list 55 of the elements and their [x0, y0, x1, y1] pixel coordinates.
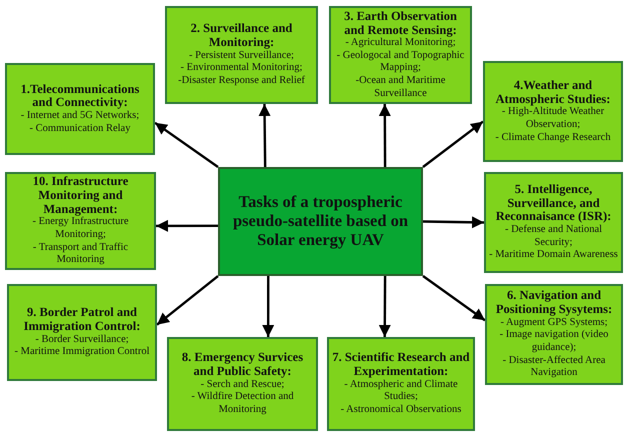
- task-item: - Transport and Traffic Monitoring: [32, 242, 130, 267]
- arrow: [378, 104, 391, 167]
- task-item: - Internet and 5G Networks;: [20, 110, 140, 123]
- task-item: - Astronomical Observations: [340, 404, 462, 417]
- task-box: [484, 172, 623, 273]
- arrow: [422, 120, 484, 168]
- task-item: - Agricultural Monitoring;: [345, 37, 456, 50]
- task-box: [327, 337, 475, 431]
- task-item: - Border Surveillance;: [35, 334, 129, 346]
- task-box: [329, 6, 472, 104]
- task-item: - Image navigation (video guidance);: [498, 329, 610, 355]
- box-heading: 10. Infrastructure Monitoring and Management:: [32, 175, 130, 216]
- task-item: - Atmospheric and Climate Studies;: [343, 378, 459, 404]
- box-heading: 8. Emergency Survices and Public Safety:: [180, 351, 304, 379]
- task-item: - Maritime Immigration Control: [14, 346, 150, 359]
- task-item: -Disaster Response and Relief: [178, 75, 305, 88]
- task-box: [167, 337, 318, 431]
- task-item: - Wildfire Detection and Monitoring: [190, 391, 295, 417]
- task-item: - Maritime Domain Awareness: [489, 249, 618, 262]
- task-item: - Energy Infrastructure Monitoring;: [31, 216, 130, 242]
- task-item: - Disaster-Affected Area Navigation: [502, 354, 606, 380]
- central-topic-box: [218, 167, 423, 276]
- box-heading: 6. Navigation and Positioning Sysytems:: [494, 289, 614, 317]
- task-item: - Serch and Rescue;: [200, 378, 284, 392]
- box-heading: Tasks of a tropospheric pseudo-satellite based on Solar energy UAV: [232, 193, 410, 250]
- box-heading: 1.Telecommunications and Connectivity:: [20, 82, 140, 110]
- task-item: - Climate Change Research: [495, 132, 611, 144]
- box-heading: 2. Surveillance and Monitoring:: [190, 22, 294, 50]
- arrow: [156, 220, 218, 232]
- box-heading: 5. Intelligence, Surveillance, and Reconnaisance (ISR):: [494, 182, 612, 224]
- box-heading: 4.Weather and Atmospheric Studies:: [494, 78, 612, 106]
- arrow: [422, 216, 484, 228]
- task-box: [485, 284, 623, 385]
- arrow: [422, 275, 486, 322]
- task-item: - Persistent Surveillance;: [189, 50, 294, 62]
- task-item: - Defense and National Security;: [504, 224, 604, 250]
- task-item: - Geologocal and Topographic Mapping;: [336, 50, 466, 76]
- task-item: - Communication Relay: [30, 122, 130, 136]
- task-item: - Augment GPS Systems;: [500, 316, 608, 330]
- arrow: [262, 276, 274, 337]
- task-item: - High-Altitude Weather Observation;: [502, 106, 606, 132]
- task-box: [5, 172, 156, 270]
- task-box: [7, 284, 157, 381]
- task-box: [483, 61, 623, 162]
- arrow: [258, 104, 271, 168]
- task-item: -Ocean and Maritime Surveillance: [354, 75, 446, 100]
- task-box: [165, 6, 318, 104]
- arrow: [154, 122, 219, 168]
- arrow: [378, 276, 391, 337]
- box-heading: 9. Border Patrol and Immigration Control:: [22, 306, 142, 334]
- task-item: - Environmental Monitoring;: [180, 62, 302, 76]
- task-box: [5, 63, 155, 155]
- box-heading: 7. Scientific Research and Experimentation:: [332, 351, 470, 379]
- arrow: [156, 275, 219, 326]
- box-heading: 3. Earth Observation and Remote Sensing:: [343, 10, 458, 38]
